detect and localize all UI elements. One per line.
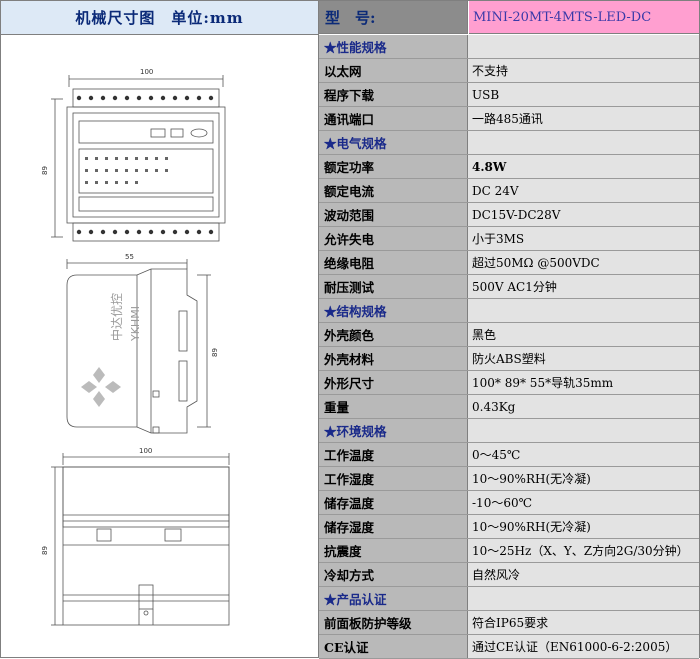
spec-key: 允许失电	[319, 227, 468, 250]
spec-row: 以太网不支持	[319, 59, 699, 83]
front-width-label: 100	[140, 68, 153, 76]
spec-key: 额定电流	[319, 179, 468, 202]
bottom-view-drawing: 100 89	[41, 447, 230, 626]
spec-row: 前面板防护等级符合IP65要求	[319, 611, 699, 635]
model-value: MINI-20MT-4MTS-LED-DC	[469, 1, 699, 34]
spec-value: 0～45℃	[468, 443, 699, 466]
spec-key: 外壳材料	[319, 347, 468, 370]
spec-value: 符合IP65要求	[468, 611, 699, 634]
spec-key: 通讯端口	[319, 107, 468, 130]
spec-key: 冷却方式	[319, 563, 468, 586]
side-width-label: 55	[125, 253, 134, 261]
spec-key: 储存湿度	[319, 515, 468, 538]
section-value	[468, 35, 699, 58]
spec-key: 储存温度	[319, 491, 468, 514]
spec-key: 外形尺寸	[319, 371, 468, 394]
spec-value: -10～60℃	[468, 491, 699, 514]
spec-key: 耐压测试	[319, 275, 468, 298]
spec-value: DC15V-DC28V	[468, 203, 699, 226]
section-title: ★电气规格	[319, 131, 468, 154]
spec-key: 重量	[319, 395, 468, 418]
spec-value: 黑色	[468, 323, 699, 346]
spec-key: 抗震度	[319, 539, 468, 562]
spec-row: 外壳颜色黑色	[319, 323, 699, 347]
spec-value: 100* 89* 55*导轨35mm	[468, 371, 699, 394]
spec-row: 允许失电小于3MS	[319, 227, 699, 251]
side-height-label: 89	[211, 348, 219, 357]
spec-key: 工作温度	[319, 443, 468, 466]
section-title: ★环境规格	[319, 419, 468, 442]
bottom-height-label: 89	[41, 546, 49, 555]
bottom-width-label: 100	[139, 447, 152, 455]
spec-value: 500V AC1分钟	[468, 275, 699, 298]
spec-value: USB	[468, 83, 699, 106]
section-value	[468, 131, 699, 154]
drawing-title: 机械尺寸图 单位:mm	[1, 1, 319, 35]
spec-key: 绝缘电阻	[319, 251, 468, 274]
spec-row: 冷却方式自然风冷	[319, 563, 699, 587]
spec-key: 工作湿度	[319, 467, 468, 490]
spec-value: 通过CE认证（EN61000-6-2:2005）	[468, 635, 699, 658]
spec-value: DC 24V	[468, 179, 699, 202]
section-header-row: ★性能规格	[319, 35, 699, 59]
spec-value: 10～90%RH(无冷凝)	[468, 467, 699, 490]
section-value	[468, 419, 699, 442]
section-title: ★性能规格	[319, 35, 468, 58]
side-view-drawing: 55 89 中达优控 YKHMI	[66, 253, 219, 434]
spec-value: 自然风冷	[468, 563, 699, 586]
spec-value: 10～90%RH(无冷凝)	[468, 515, 699, 538]
front-height-label: 89	[41, 166, 49, 175]
side-logo-cn: 中达优控	[109, 293, 124, 341]
mechanical-drawings: 100 89	[1, 35, 319, 657]
model-label: 型 号:	[319, 1, 468, 34]
section-header-row: ★产品认证	[319, 587, 699, 611]
spec-row: CE认证通过CE认证（EN61000-6-2:2005）	[319, 635, 699, 659]
front-view-drawing: 100 89	[41, 68, 226, 242]
spec-value: 0.43Kg	[468, 395, 699, 418]
spec-key: 额定功率	[319, 155, 468, 178]
section-value	[468, 587, 699, 610]
section-title: ★产品认证	[319, 587, 468, 610]
spec-key: 以太网	[319, 59, 468, 82]
spec-value: 10～25Hz（X、Y、Z方向2G/30分钟）	[468, 539, 699, 562]
spec-key: 外壳颜色	[319, 323, 468, 346]
spec-key: CE认证	[319, 635, 468, 658]
spec-value: 超过50MΩ @500VDC	[468, 251, 699, 274]
spec-key: 程序下载	[319, 83, 468, 106]
spec-value: 一路485通讯	[468, 107, 699, 130]
section-header-row: ★环境规格	[319, 419, 699, 443]
spec-row: 通讯端口一路485通讯	[319, 107, 699, 131]
section-value	[468, 299, 699, 322]
spec-value: 防火ABS塑料	[468, 347, 699, 370]
spec-value: 4.8W	[468, 155, 699, 178]
spec-row: 储存温度-10～60℃	[319, 491, 699, 515]
spec-value: 不支持	[468, 59, 699, 82]
side-logo-en: YKHMI	[129, 306, 142, 342]
spec-key: 波动范围	[319, 203, 468, 226]
spec-value: 小于3MS	[468, 227, 699, 250]
spec-row: 外壳材料防火ABS塑料	[319, 347, 699, 371]
section-header-row: ★结构规格	[319, 299, 699, 323]
section-header-row: ★电气规格	[319, 131, 699, 155]
section-title: ★结构规格	[319, 299, 468, 322]
spec-row: 绝缘电阻超过50MΩ @500VDC	[319, 251, 699, 275]
spec-key: 前面板防护等级	[319, 611, 468, 634]
